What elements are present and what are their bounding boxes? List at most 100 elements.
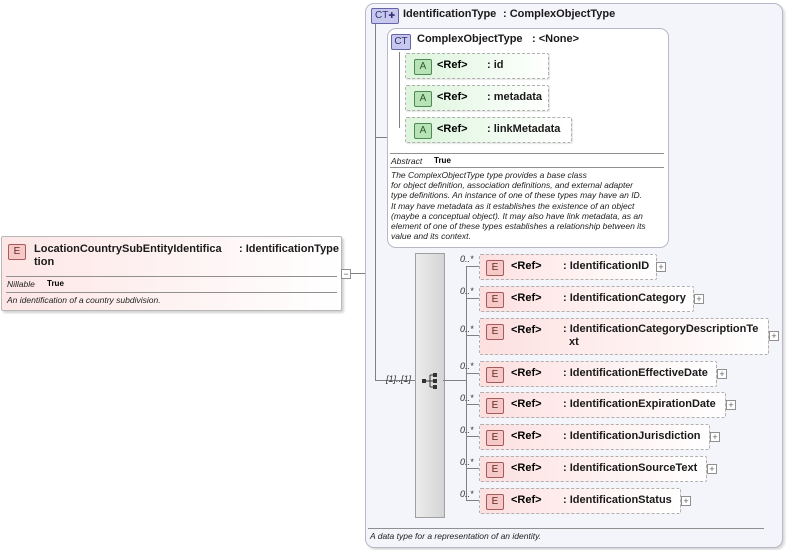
plus-icon[interactable]: + [694, 294, 704, 304]
inner-separator [390, 153, 664, 154]
element-identification-category-description-text[interactable]: E <Ref> : IdentificationCategoryDescript… [479, 318, 769, 355]
element-identification-status[interactable]: E <Ref> : IdentificationStatus [479, 488, 681, 514]
element-name: : IdentificationJurisdiction [563, 430, 701, 442]
element-identification-effective-date[interactable]: E <Ref> : IdentificationEffectiveDate [479, 361, 717, 387]
doc-line: for object definition, association defin… [391, 180, 633, 191]
complex-type-expand-icon: ✚ [388, 11, 396, 20]
plus-icon[interactable]: + [681, 496, 691, 506]
attribute-name: : linkMetadata [487, 123, 561, 135]
element-identification-id[interactable]: E <Ref> : IdentificationID [479, 254, 657, 280]
minus-icon[interactable]: − [341, 269, 351, 279]
inner-type-base: : <None> [532, 33, 580, 45]
element-occurrence: 0..* [460, 286, 474, 296]
plus-icon[interactable]: + [707, 464, 717, 474]
element-identification-category[interactable]: E <Ref> : IdentificationCategory [479, 286, 694, 312]
plus-icon[interactable]: + [726, 400, 736, 410]
attribute-ref: <Ref> [437, 123, 468, 135]
element-badge: E [486, 398, 504, 414]
element-connector [466, 373, 479, 374]
plus-icon[interactable]: + [769, 331, 779, 341]
element-ref: <Ref> [511, 324, 542, 336]
element-name: : IdentificationID [563, 260, 650, 272]
element-ref: <Ref> [511, 367, 542, 379]
doc-line: type definitions. An instance of one of … [391, 190, 643, 201]
inner-separator-2 [390, 167, 664, 168]
complex-type-badge-label: CT [374, 10, 389, 21]
doc-line: element of one of these types establishe… [391, 221, 646, 232]
element-ref: <Ref> [511, 430, 542, 442]
doc-line: It may have metadata as it establishes t… [391, 200, 635, 211]
attribute-ref: <Ref> [437, 59, 468, 71]
element-name: : IdentificationExpirationDate [563, 398, 716, 410]
attribute-connector-vertical [399, 52, 400, 128]
element-name: : IdentificationCategoryDescriptionTe [563, 323, 759, 335]
complex-type-badge: CT✚ [371, 8, 399, 24]
sequence-branch-horizontal [443, 380, 466, 381]
outer-type-base: : ComplexObjectType [503, 8, 616, 20]
element-ref: <Ref> [511, 494, 542, 506]
attribute-badge: A [414, 59, 432, 75]
element-occurrence: 0..* [460, 393, 474, 403]
element-ref: <Ref> [511, 260, 542, 272]
attribute-metadata[interactable]: A <Ref> : metadata [405, 85, 549, 111]
sequence-occurrence: [1]..[1] [386, 374, 412, 384]
abstract-value: True [434, 156, 451, 165]
element-identification-jurisdiction[interactable]: E <Ref> : IdentificationJurisdiction [479, 424, 710, 450]
outer-documentation: A data type for a representation of an i… [370, 531, 542, 541]
plus-icon[interactable]: + [656, 262, 666, 272]
sequence-box[interactable] [415, 253, 445, 518]
sequence-icon [422, 373, 437, 389]
nillable-value: True [47, 279, 64, 288]
element-badge: E [486, 462, 504, 478]
element-name: : IdentificationEffectiveDate [563, 367, 708, 379]
element-badge: E [486, 367, 504, 383]
element-badge: E [486, 260, 504, 276]
element-ref: <Ref> [511, 462, 542, 474]
attribute-id[interactable]: A <Ref> : id [405, 53, 549, 79]
attribute-badge: A [414, 123, 432, 139]
element-connector [466, 468, 479, 469]
element-connector [466, 266, 479, 267]
attribute-ref: <Ref> [437, 91, 468, 103]
element-badge: E [486, 292, 504, 308]
sequence-connector [375, 380, 415, 381]
attribute-name: : id [487, 59, 504, 71]
element-occurrence: 0..* [460, 324, 474, 334]
outer-separator [368, 528, 764, 529]
abstract-label: Abstract [391, 156, 423, 166]
element-connector [466, 335, 479, 336]
element-badge: E [486, 494, 504, 510]
element-connector [466, 404, 479, 405]
nillable-label: Nillable [7, 279, 35, 289]
element-occurrence: 0..* [460, 254, 474, 264]
element-connector [466, 436, 479, 437]
element-badge: E [486, 324, 504, 340]
doc-line: The ComplexObjectType type provides a ba… [391, 170, 587, 180]
root-separator-2 [6, 292, 337, 293]
doc-line: value and its context. [391, 231, 471, 242]
element-identification-source-text[interactable]: E <Ref> : IdentificationSourceText [479, 456, 707, 482]
element-badge: E [8, 244, 26, 260]
sequence-branch-vertical [466, 266, 467, 500]
element-ref: <Ref> [511, 398, 542, 410]
element-ref: <Ref> [511, 292, 542, 304]
doc-line: (maybe a conceptual object). It may also… [391, 210, 643, 221]
element-identification-expiration-date[interactable]: E <Ref> : IdentificationExpirationDate [479, 392, 726, 418]
root-element-box[interactable]: E LocationCountrySubEntityIdentifica : I… [1, 236, 342, 311]
root-element-type: : IdentificationType [239, 243, 340, 255]
element-name: : IdentificationCategory [563, 292, 686, 304]
inner-type-connector [375, 137, 387, 138]
element-name: : IdentificationSourceText [563, 462, 698, 474]
element-connector [466, 298, 479, 299]
attribute-badge: A [414, 91, 432, 107]
attribute-link-metadata[interactable]: A <Ref> : linkMetadata [405, 117, 572, 143]
root-separator [6, 276, 337, 277]
element-connector [466, 500, 479, 501]
element-occurrence: 0..* [460, 361, 474, 371]
element-name-wrap: xt [569, 336, 579, 348]
inner-documentation: The ComplexObjectType type provides a ba… [391, 170, 665, 241]
plus-icon[interactable]: + [717, 369, 727, 379]
inner-type-name: ComplexObjectType [417, 33, 523, 45]
plus-icon[interactable]: + [710, 432, 720, 442]
outer-connector-vertical [375, 24, 376, 380]
